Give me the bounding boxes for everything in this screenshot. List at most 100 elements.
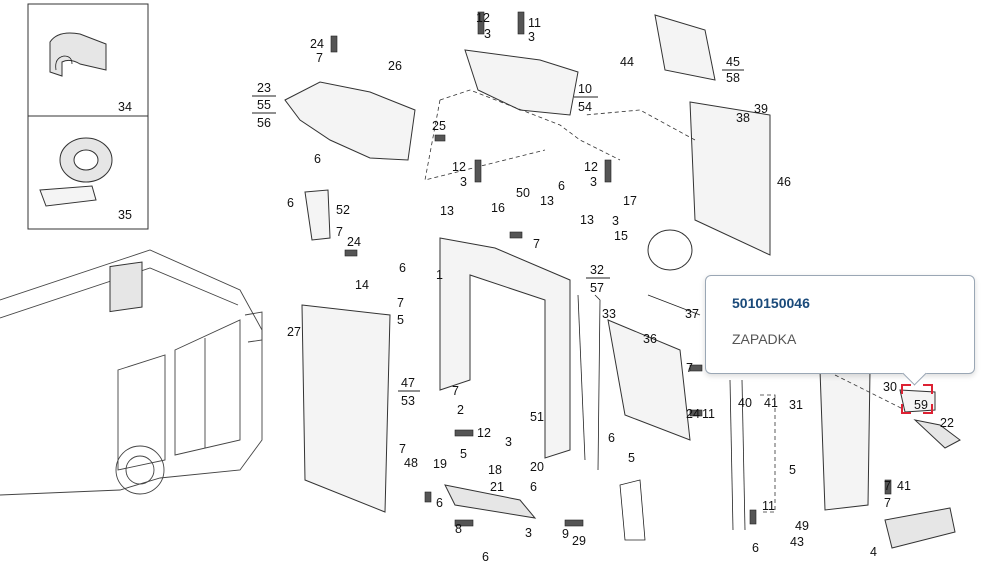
part-label: 7 — [397, 296, 404, 310]
selected-part-marker[interactable] — [901, 384, 933, 414]
part-label: 13 — [440, 204, 454, 218]
part-label: 14 — [355, 278, 369, 292]
seal-profile-icon — [49, 32, 107, 77]
part-label: 9 — [562, 527, 569, 541]
part-label: 12 — [584, 160, 598, 174]
part-label: 41 — [764, 396, 778, 410]
bus-outline — [0, 249, 263, 496]
part-label: 36 — [643, 332, 657, 346]
part-label: 45 — [726, 55, 740, 69]
part-label: 12 — [452, 160, 466, 174]
part-label: 49 — [795, 519, 809, 533]
part-label: 7 — [686, 361, 693, 375]
part-label: 52 — [336, 203, 350, 217]
part-label: 11 — [528, 16, 541, 30]
part-label: 6 — [608, 431, 615, 445]
part-label: 1 — [436, 268, 443, 282]
part-label: 4 — [870, 545, 877, 559]
part-label: 46 — [777, 175, 791, 189]
part-label: 3 — [525, 526, 532, 540]
part-label: 48 — [404, 456, 418, 470]
part-label: 7 — [399, 442, 406, 456]
part-label: 6 — [436, 496, 443, 510]
inset-panel: 34 35 — [27, 3, 149, 230]
part-label: 3 — [612, 214, 619, 228]
part-label: 13 — [580, 213, 594, 227]
part-label: 5 — [628, 451, 635, 465]
part-label: 44 — [620, 55, 634, 69]
part-label: 15 — [614, 229, 628, 243]
part-label: 6 — [558, 179, 565, 193]
part-label: 22 — [940, 416, 954, 430]
hardware — [330, 11, 892, 527]
part-label: 20 — [530, 460, 544, 474]
part-label: 3 — [460, 175, 467, 189]
inset-label-35: 35 — [118, 208, 132, 222]
part-label: 10 — [578, 82, 592, 96]
part-label: 53 — [401, 394, 415, 408]
part-label: 17 — [623, 194, 637, 208]
part-label: 59 — [914, 398, 928, 412]
part-label: 5 — [460, 447, 467, 461]
part-label: 7 — [884, 496, 891, 510]
part-label: 21 — [490, 480, 504, 494]
part-label: 31 — [789, 398, 803, 412]
part-label: 54 — [578, 100, 592, 114]
part-label: 5 — [397, 313, 404, 327]
part-label: 57 — [590, 281, 604, 295]
part-label: 33 — [602, 307, 616, 321]
part-label: 41 — [897, 479, 911, 493]
part-label: 12 — [477, 426, 491, 440]
part-labels: 12 11 3 3 44 24 7 26 45 58 10 54 38 39 2… — [257, 11, 954, 564]
part-label: 23 — [257, 81, 271, 95]
part-name: ZAPADKA — [732, 331, 797, 347]
part-label: 11 — [702, 407, 715, 421]
part-label: 24 — [347, 235, 361, 249]
part-label: 19 — [433, 457, 447, 471]
frame-assembly — [284, 14, 961, 549]
part-label: 7 — [452, 384, 459, 398]
part-label: 37 — [685, 307, 699, 321]
part-label: 26 — [388, 59, 402, 73]
part-label: 55 — [257, 98, 271, 112]
part-label: 24 — [310, 37, 324, 51]
part-label: 7 — [336, 225, 343, 239]
part-label: 43 — [790, 535, 804, 549]
part-label: 18 — [488, 463, 502, 477]
part-code[interactable]: 5010150046 — [732, 295, 810, 311]
part-label: 30 — [883, 380, 897, 394]
part-label: 51 — [530, 410, 544, 424]
part-label: 3 — [590, 175, 597, 189]
part-label: 7 — [316, 51, 323, 65]
part-label: 6 — [314, 152, 321, 166]
part-label: 13 — [540, 194, 554, 208]
part-label: 8 — [455, 522, 462, 536]
part-label: 24 — [686, 407, 700, 421]
inset-label-34: 34 — [118, 100, 132, 114]
part-label: 56 — [257, 116, 271, 130]
part-label: 40 — [738, 396, 752, 410]
part-tooltip: 5010150046 ZAPADKA — [705, 275, 975, 386]
part-label: 7 — [884, 479, 891, 493]
part-label: 6 — [752, 541, 759, 555]
part-label: 6 — [530, 480, 537, 494]
part-label: 6 — [482, 550, 489, 564]
part-label: 47 — [401, 376, 415, 390]
part-label: 6 — [287, 196, 294, 210]
fraction-lines — [252, 69, 744, 392]
part-label: 29 — [572, 534, 586, 548]
part-label: 25 — [432, 119, 446, 133]
part-label: 27 — [287, 325, 301, 339]
part-label: 3 — [484, 27, 491, 41]
part-label: 39 — [754, 102, 768, 116]
part-label: 38 — [736, 111, 750, 125]
part-label: 16 — [491, 201, 505, 215]
part-label: 5 — [789, 463, 796, 477]
part-label: 7 — [533, 237, 540, 251]
part-label: 11 — [762, 499, 775, 513]
part-label: 3 — [528, 30, 535, 44]
part-label: 2 — [457, 403, 464, 417]
part-label: 32 — [590, 263, 604, 277]
part-label: 3 — [505, 435, 512, 449]
